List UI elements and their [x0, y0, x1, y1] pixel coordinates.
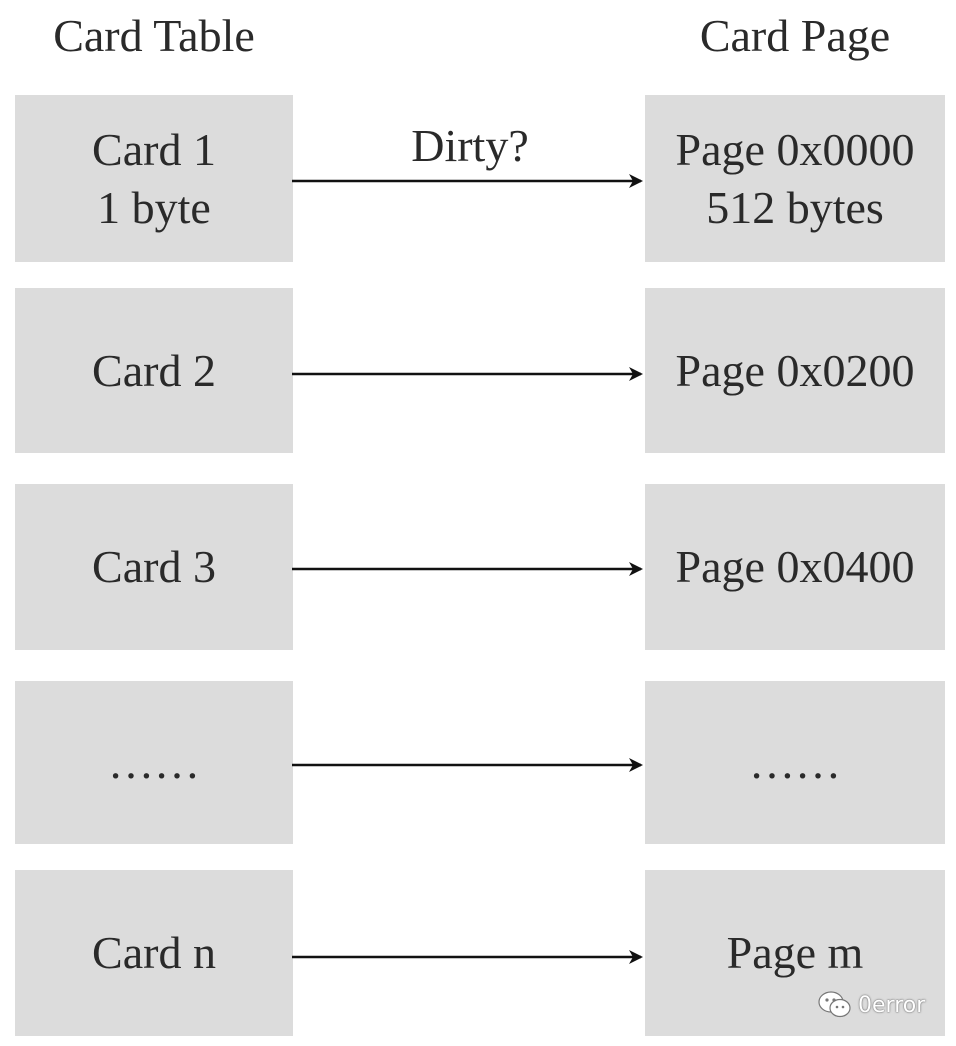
card-box-ellipsis-label: …… — [108, 736, 200, 788]
page-box-1-line-2: 512 bytes — [706, 181, 884, 233]
card-table-title: Card Table — [53, 10, 255, 61]
page-box-2: Page 0x0200 — [645, 288, 945, 453]
dirty-arrow-label: Dirty? — [411, 120, 529, 171]
page-box-m: Page m — [645, 870, 945, 1036]
page-box-3-label: Page 0x0400 — [675, 541, 915, 592]
card-box-2-label: Card 2 — [92, 344, 216, 396]
card-page-title: Card Page — [699, 10, 891, 61]
card-box-1-line-1: Card 1 — [92, 123, 216, 175]
page-box-1: Page 0x0000 512 bytes — [645, 95, 945, 262]
card-box-3-label: Card 3 — [92, 541, 216, 592]
watermark: 0error — [818, 990, 925, 1020]
watermark-text: 0error — [858, 992, 926, 1018]
card-box-2: Card 2 — [15, 288, 293, 453]
wechat-logo-icon — [818, 991, 851, 1018]
card-box-3: Card 3 — [15, 484, 293, 650]
page-box-3: Page 0x0400 — [645, 484, 945, 650]
page-box-1-line-1: Page 0x0000 — [675, 123, 915, 175]
page-box-2-label: Page 0x0200 — [675, 344, 915, 396]
card-box-1-line-2: 1 byte — [97, 181, 211, 233]
card-box-n-label: Card n — [92, 927, 216, 978]
page-box-ellipsis: …… — [645, 681, 945, 844]
card-box-1: Card 1 1 byte — [15, 95, 293, 262]
card-box-n: Card n — [15, 870, 293, 1036]
page-box-m-label: Page m — [726, 927, 864, 978]
card-box-ellipsis: …… — [15, 681, 293, 844]
page-box-ellipsis-label: …… — [749, 736, 841, 788]
